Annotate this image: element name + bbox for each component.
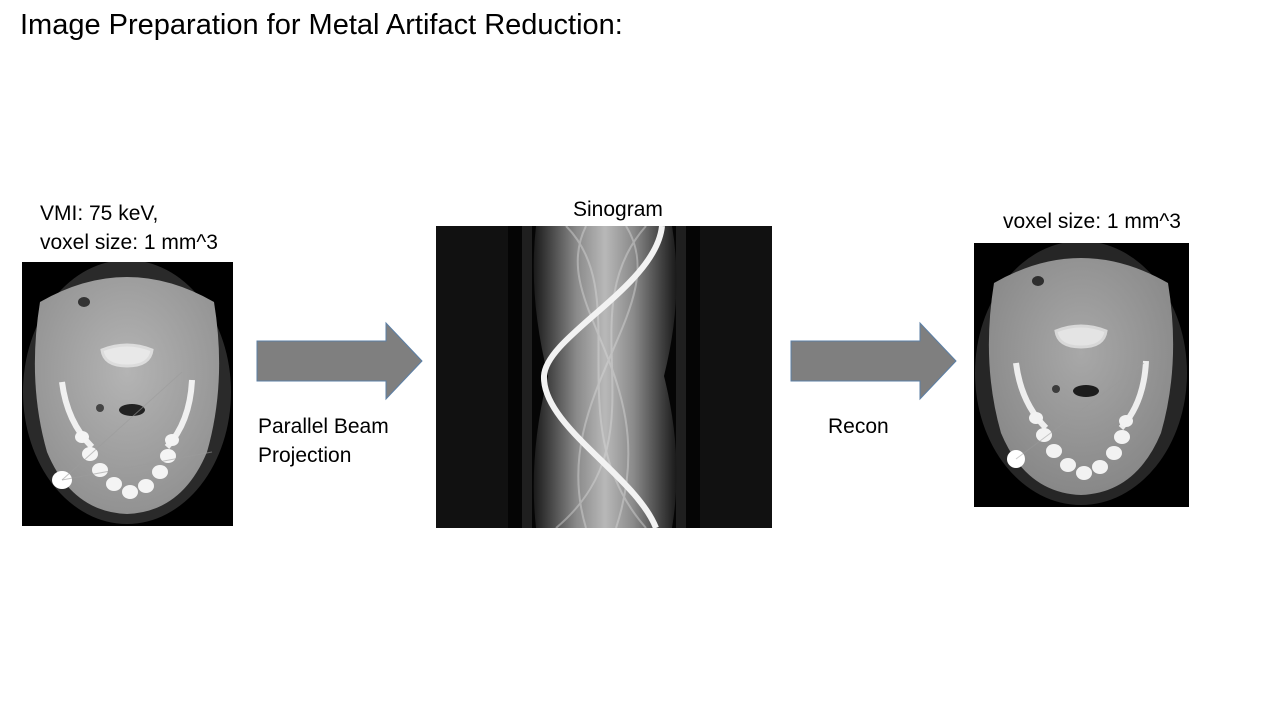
sinogram-image <box>436 226 772 528</box>
input-ct-image <box>22 262 233 526</box>
output-image-caption: voxel size: 1 mm^3 <box>1003 210 1181 233</box>
sinogram-caption: Sinogram <box>573 198 663 221</box>
projection-label-line2: Projection <box>258 444 352 467</box>
projection-arrow <box>256 321 424 401</box>
output-ct-image <box>974 243 1189 507</box>
input-image-caption-line2: voxel size: 1 mm^3 <box>40 231 218 254</box>
projection-label-line1: Parallel Beam <box>258 415 389 438</box>
input-image-caption-line1: VMI: 75 keV, <box>40 202 159 225</box>
slide-title: Image Preparation for Metal Artifact Red… <box>20 9 623 41</box>
recon-label: Recon <box>828 415 889 438</box>
recon-arrow <box>790 321 958 401</box>
